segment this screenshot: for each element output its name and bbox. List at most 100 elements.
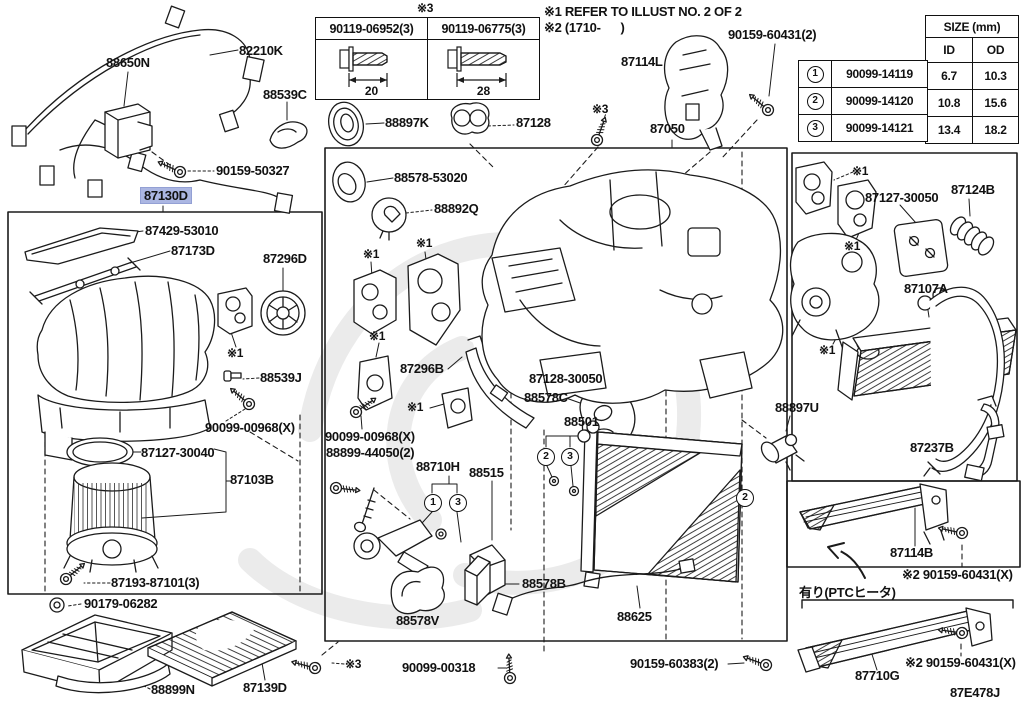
part-label: 90159-60431(2) (728, 27, 817, 42)
part-label: 87128-30050 (529, 371, 603, 386)
bolt-drawing (447, 46, 507, 87)
coil-87124B-drawing (949, 216, 995, 256)
heater-87114B-drawing (799, 483, 949, 545)
duct-88578B-drawing (464, 555, 491, 606)
part-label: 90179-06282 (84, 596, 158, 611)
grommet-88897K-drawing (328, 101, 364, 147)
size-row-part: 90099-14121 (831, 114, 928, 142)
screw-90159-60383 (740, 650, 774, 673)
part-label: 87050 (650, 121, 685, 136)
part-label: 87124B (951, 182, 995, 197)
part-label: 90159-50327 (216, 163, 290, 178)
part-label: 87193-87101(3) (111, 575, 200, 590)
part-label-highlighted-87130D[interactable]: 87130D (141, 188, 191, 203)
note-date-range: ※2 (1710- ) (544, 20, 625, 35)
size-table-right: SIZE (mm) ID OD 6.7 10.3 10.8 15.6 13.4 … (925, 15, 1019, 144)
dotted-leader-lines (67, 109, 854, 690)
ref-mark: ※1 (363, 247, 380, 261)
blower-case-87130D-drawing (36, 275, 216, 461)
size-id-value: 6.7 (925, 62, 973, 90)
screw-87114B (936, 521, 970, 541)
valve-88897U-drawing (760, 433, 805, 471)
part-label: 88578B (522, 576, 566, 591)
washers-88501 (548, 475, 580, 497)
circled-number: 3 (806, 119, 824, 137)
diagram-id: 87E478J (950, 685, 1000, 700)
part-label: 90099-00968(X) (205, 420, 295, 435)
region-boxes (7, 147, 1021, 642)
ref-mark: ※1 (844, 239, 861, 253)
size-id-value: 10.8 (925, 89, 973, 117)
part-label: 88710H (416, 459, 460, 474)
hvac-housing-87050-drawing (481, 169, 784, 404)
part-label: 88899-44050(2) (326, 445, 415, 460)
part-label: 88539J (260, 370, 302, 385)
part-label: 88897U (775, 400, 819, 415)
part-label: 88539C (263, 87, 307, 102)
bolt-cell: 28 (427, 39, 540, 100)
evaporator-88501-drawing (577, 420, 743, 589)
part-label: 90099-00318 (402, 660, 476, 675)
ref-mark: ※1 (819, 343, 836, 357)
bracket-87237B-drawing (964, 395, 1005, 482)
part-label: 88501 (564, 414, 599, 429)
part-label: 87296B (400, 361, 444, 376)
ref-mark: ※1 (852, 164, 869, 178)
part-label: 88899N (151, 682, 195, 697)
heater-87710G-drawing (797, 607, 993, 673)
plate-87127-30050-drawing (893, 219, 949, 277)
size-row-circle: 1 (798, 60, 832, 88)
bolt-cell: 20 (315, 39, 428, 100)
part-label: 90099-00968(X) (325, 429, 415, 444)
part-label: 88897K (385, 115, 429, 130)
part-label: 87237B (910, 440, 954, 455)
bolt-length: 20 (364, 84, 379, 98)
ref-mark: ※1 (227, 346, 244, 360)
part-label: ※2 90159-60431(X) (902, 567, 1013, 582)
wiper-link-87173D-drawing (29, 257, 141, 305)
ref-mark: ※3 (592, 102, 609, 116)
part-label: 88625 (617, 609, 652, 624)
cowl-panel-87429-drawing (24, 227, 139, 265)
part-label: 87114B (890, 545, 934, 560)
size-id-value: 13.4 (925, 116, 973, 144)
size-table-title: SIZE (mm) (925, 15, 1019, 38)
ref-mark: ※1 (416, 236, 433, 250)
part-label: 87128 (516, 115, 551, 130)
part-label: ※2 90159-60431(X) (905, 655, 1016, 670)
size-table-left: 1 90099-14119 2 90099-14120 3 90099-1412… (798, 60, 928, 142)
part-label: 87103B (230, 472, 274, 487)
duct-87296B-drawing (465, 335, 535, 429)
ecu-88650N-drawing (104, 103, 188, 180)
size-row-circle: 3 (798, 114, 832, 142)
screw-ref3-top (589, 114, 612, 148)
part-label: 87127-30050 (865, 190, 939, 205)
part-label: 87139D (243, 680, 287, 695)
size-col-od: OD (972, 37, 1019, 63)
circled-number: 2 (806, 92, 824, 110)
servo-right-top-drawing (795, 161, 877, 239)
size-row-part: 90099-14119 (831, 60, 928, 88)
ref-mark: ※1 (407, 400, 424, 414)
screw-88539J-drawing (223, 370, 242, 382)
circled-number: 2 (537, 448, 555, 466)
part-label: 87114L (621, 54, 663, 69)
part-label: 87173D (171, 243, 215, 258)
size-row-part: 90099-14120 (831, 87, 928, 115)
duct-88578V-drawing (390, 566, 445, 615)
ref-mark: ※1 (369, 329, 386, 343)
size-od-value: 18.2 (972, 116, 1019, 144)
ref-mark: ※3 (417, 1, 434, 15)
circled-number: 3 (449, 494, 467, 512)
size-row-circle: 2 (798, 87, 832, 115)
servo-cluster-main-drawing (353, 253, 473, 429)
servo-left-drawing (217, 287, 253, 335)
part-label: 88578V (396, 613, 440, 628)
grommet-88578-53020-drawing (332, 161, 366, 203)
part-label: 87107A (904, 281, 948, 296)
part-label: 88650N (106, 55, 150, 70)
part-label: 87296D (263, 251, 307, 266)
size-col-id: ID (925, 37, 973, 63)
